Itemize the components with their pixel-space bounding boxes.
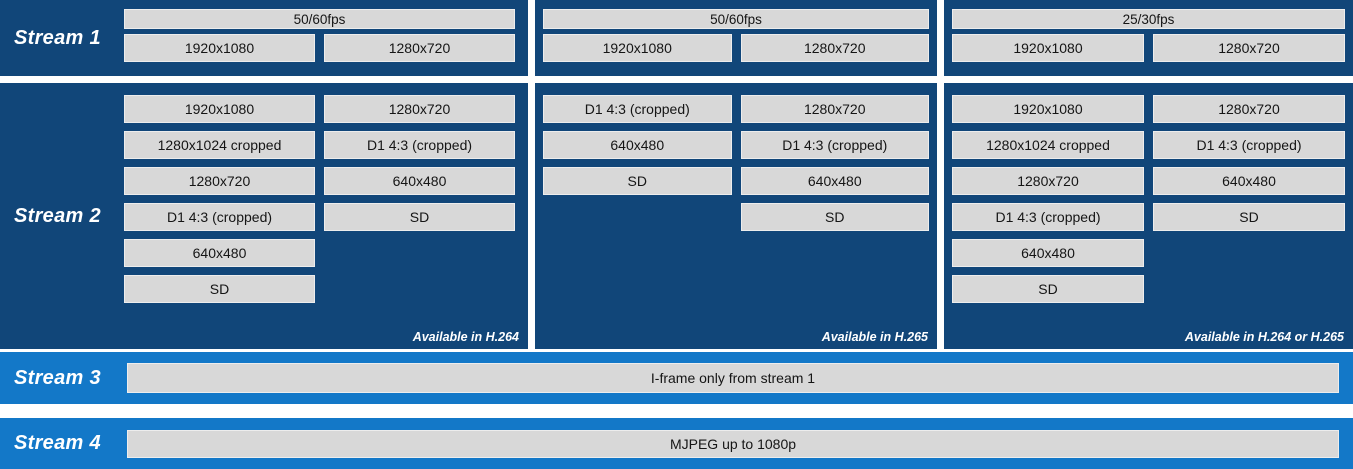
resolution-box: D1 4:3 (cropped) (543, 95, 732, 123)
resolution-box: 1920x1080 (952, 95, 1144, 123)
resolution-box: 1280x1024 cropped (952, 131, 1144, 159)
stream1-panel-2-boxes: 50/60fps 1920x1080 1280x720 (535, 0, 937, 76)
stream4-row: Stream 4 MJPEG up to 1080p (0, 418, 1353, 469)
stream3-row: Stream 3 I-frame only from stream 1 (0, 352, 1353, 404)
framerate-box: 25/30fps (952, 9, 1345, 29)
resolution-box: D1 4:3 (cropped) (740, 131, 929, 159)
stream3-label-area: Stream 3 (0, 367, 127, 390)
resolution-box: SD (124, 275, 315, 303)
stream2-panel-1-boxes: 1920x1080 1280x1024 cropped 1280x720 D1 … (124, 83, 528, 349)
resolution-pair: 1920x1080 1280x720 (952, 34, 1345, 62)
codec-availability-note: Available in H.264 or H.265 (1184, 330, 1344, 344)
resolution-box: 1920x1080 (124, 34, 315, 62)
resolution-box: 1920x1080 (952, 34, 1144, 62)
resolution-box: 640x480 (740, 167, 929, 195)
codec-availability-note: Available in H.265 (821, 330, 928, 344)
resolution-box: 1280x720 (324, 95, 515, 123)
stream2-panel-2: D1 4:3 (cropped) 640x480 SD 1280x720 D1 … (535, 83, 937, 349)
resolution-column: 1280x720 D1 4:3 (cropped) 640x480 SD (324, 95, 515, 349)
resolution-box: 640x480 (543, 131, 732, 159)
stream3-description-bar: I-frame only from stream 1 (127, 363, 1339, 393)
resolution-box: D1 4:3 (cropped) (952, 203, 1144, 231)
resolution-box: SD (1153, 203, 1345, 231)
resolution-box: 1280x720 (1153, 95, 1345, 123)
resolution-box: SD (952, 275, 1144, 303)
resolution-box: 1280x720 (740, 34, 929, 62)
stream4-description-bar: MJPEG up to 1080p (127, 429, 1339, 458)
stream1-panel-3: 25/30fps 1920x1080 1280x720 (944, 0, 1353, 76)
stream4-label-area: Stream 4 (0, 432, 127, 455)
stream1-panel-3-boxes: 25/30fps 1920x1080 1280x720 (944, 0, 1353, 76)
resolution-column: 1920x1080 1280x1024 cropped 1280x720 D1 … (952, 95, 1144, 349)
stream1-label: Stream 1 (14, 26, 101, 49)
stream2-panel-3-boxes: 1920x1080 1280x1024 cropped 1280x720 D1 … (944, 83, 1353, 349)
resolution-box: SD (543, 167, 732, 195)
resolution-box: 1280x720 (952, 167, 1144, 195)
stream2-label: Stream 2 (14, 204, 101, 227)
stream4-label: Stream 4 (14, 432, 101, 454)
resolution-box: D1 4:3 (cropped) (1153, 131, 1345, 159)
stream1-row: Stream 1 50/60fps 1920x1080 1280x720 50/… (0, 0, 1353, 76)
resolution-box: 1280x1024 cropped (124, 131, 315, 159)
resolution-box: 1280x720 (740, 95, 929, 123)
resolution-box: 640x480 (1153, 167, 1345, 195)
resolution-column: D1 4:3 (cropped) 640x480 SD (543, 95, 732, 349)
resolution-box: SD (740, 203, 929, 231)
stream1-panel-1-boxes: 50/60fps 1920x1080 1280x720 (124, 0, 528, 76)
resolution-pair: 1920x1080 1280x720 (543, 34, 929, 62)
resolution-box: 640x480 (124, 239, 315, 267)
resolution-box: 640x480 (952, 239, 1144, 267)
resolution-column: 1280x720 D1 4:3 (cropped) 640x480 SD (1153, 95, 1345, 349)
stream2-row: Stream 2 1920x1080 1280x1024 cropped 128… (0, 83, 1353, 349)
resolution-box: D1 4:3 (cropped) (124, 203, 315, 231)
resolution-box: 1920x1080 (124, 95, 315, 123)
stream1-panel-1: Stream 1 50/60fps 1920x1080 1280x720 (0, 0, 528, 76)
stream2-label-area: Stream 2 (0, 83, 124, 349)
framerate-box: 50/60fps (543, 9, 929, 29)
resolution-box: 1280x720 (124, 167, 315, 195)
resolution-box: 640x480 (324, 167, 515, 195)
resolution-box: SD (324, 203, 515, 231)
stream2-panel-2-boxes: D1 4:3 (cropped) 640x480 SD 1280x720 D1 … (535, 83, 937, 349)
resolution-box: 1280x720 (324, 34, 515, 62)
resolution-box: D1 4:3 (cropped) (324, 131, 515, 159)
stream3-label: Stream 3 (14, 366, 101, 389)
resolution-column: 1920x1080 1280x1024 cropped 1280x720 D1 … (124, 95, 315, 349)
resolution-pair: 1920x1080 1280x720 (124, 34, 515, 62)
stream1-label-area: Stream 1 (0, 0, 124, 76)
codec-availability-note: Available in H.264 (412, 330, 519, 344)
stream1-panel-2: 50/60fps 1920x1080 1280x720 (535, 0, 937, 76)
framerate-box: 50/60fps (124, 9, 515, 29)
stream2-panel-3: 1920x1080 1280x1024 cropped 1280x720 D1 … (944, 83, 1353, 349)
stream2-panel-1: Stream 2 1920x1080 1280x1024 cropped 128… (0, 83, 528, 349)
resolution-box: 1280x720 (1153, 34, 1345, 62)
resolution-column: 1280x720 D1 4:3 (cropped) 640x480 SD (740, 95, 929, 349)
resolution-box: 1920x1080 (543, 34, 732, 62)
